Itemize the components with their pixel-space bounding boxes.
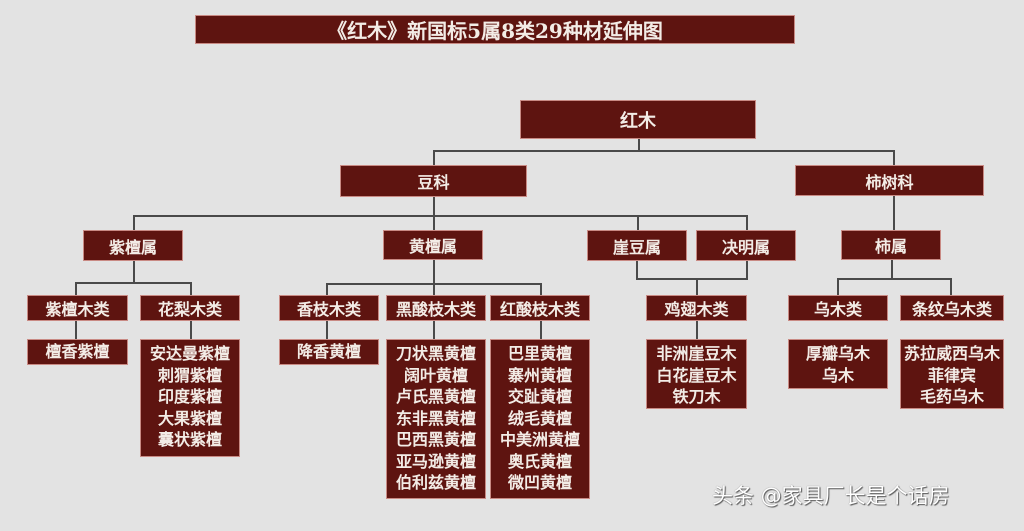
watermark: 头条 @家具厂长是个话房 — [712, 484, 950, 508]
connector — [433, 215, 435, 231]
connector — [837, 278, 951, 280]
connector — [75, 282, 192, 284]
species-item: 厚瓣乌木 — [805, 344, 870, 363]
connector — [540, 320, 542, 340]
genus-node-huangtan: 黄檀属 — [384, 231, 482, 259]
connector — [433, 150, 435, 166]
connector — [636, 278, 748, 280]
species-item: 亚马逊黄檀 — [395, 451, 476, 471]
genus-node-shi: 柿属 — [842, 231, 940, 259]
species-item: 奥氏黄檀 — [507, 451, 572, 471]
connector — [433, 320, 435, 340]
species-item: 寨州黄檀 — [507, 365, 572, 385]
connector — [433, 196, 435, 216]
connector — [433, 258, 435, 284]
species-item: 囊状紫檀 — [157, 430, 222, 449]
diagram-title: 《红木》新国标5属8类29种材延伸图 — [196, 16, 794, 43]
connector — [746, 258, 748, 279]
connector — [133, 215, 135, 231]
connector — [190, 282, 192, 296]
connector — [190, 320, 192, 340]
species-item: 降香黄檀 — [296, 342, 361, 362]
connector — [696, 278, 698, 296]
species-item: 东非黑黄檀 — [395, 408, 476, 428]
species-item: 绒毛黄檀 — [507, 408, 572, 428]
connector — [326, 283, 328, 296]
species-item: 伯利兹黄檀 — [395, 473, 476, 492]
class-node-heisuanzhimu: 黑酸枝木类 — [387, 296, 485, 320]
class-node-xiangzhimu: 香枝木类 — [280, 296, 378, 320]
species-item: 刺猬紫檀 — [157, 365, 222, 385]
family-node-shishuke: 柿树科 — [796, 166, 983, 195]
connector — [433, 283, 435, 296]
connector — [75, 282, 77, 296]
connector — [893, 195, 895, 231]
connector — [133, 260, 135, 282]
species-list-heisuanzhimu: 刀状黑黄檀 阔叶黄檀 卢氏黑黄檀 东非黑黄檀 巴西黑黄檀 亚马逊黄檀 伯利兹黄檀 — [387, 340, 485, 498]
species-list-hualimu: 安达曼紫檀 刺猬紫檀 印度紫檀 大果紫檀 囊状紫檀 — [141, 340, 239, 456]
connector — [637, 215, 639, 231]
class-node-jichimu: 鸡翅木类 — [647, 296, 746, 320]
species-item: 卢氏黑黄檀 — [395, 387, 476, 406]
genus-node-jueming: 决明属 — [697, 231, 795, 260]
connector — [696, 320, 698, 340]
species-item: 印度紫檀 — [157, 387, 222, 406]
species-item: 安达曼紫檀 — [149, 344, 230, 363]
connector — [638, 138, 640, 151]
connector — [746, 215, 748, 231]
class-node-wumu: 乌木类 — [789, 296, 887, 320]
species-item: 阔叶黄檀 — [403, 365, 468, 385]
connector — [636, 258, 638, 279]
species-item: 巴里黄檀 — [507, 344, 572, 363]
species-item: 乌木 — [821, 365, 854, 385]
species-item: 非洲崖豆木 — [656, 344, 737, 363]
species-list-xiangzhimu: 降香黄檀 — [280, 340, 378, 364]
species-list-wumu: 厚瓣乌木 乌木 — [789, 340, 887, 388]
species-list-hongsuanzhimu: 巴里黄檀 寨州黄檀 交趾黄檀 绒毛黄檀 中美洲黄檀 奥氏黄檀 微凹黄檀 — [491, 340, 589, 498]
species-item: 毛药乌木 — [919, 387, 984, 406]
species-item: 菲律宾 — [927, 365, 976, 385]
connector — [891, 258, 893, 279]
species-list-tiaowenwumu: 苏拉威西乌木 菲律宾 毛药乌木 — [901, 340, 1003, 408]
species-item: 巴西黑黄檀 — [395, 430, 476, 449]
species-list-zitanmu: 檀香紫檀 — [28, 340, 127, 364]
class-node-tiaowenwumu: 条纹乌木类 — [901, 296, 1003, 320]
class-node-hualimu: 花梨木类 — [141, 296, 239, 320]
class-node-zitanmu: 紫檀木类 — [28, 296, 127, 320]
connector — [837, 278, 839, 296]
connector — [893, 150, 895, 166]
connector — [133, 215, 746, 217]
species-item: 交趾黄檀 — [507, 387, 572, 406]
connector — [433, 150, 893, 152]
species-item: 苏拉威西乌木 — [903, 344, 1000, 363]
species-item: 檀香紫檀 — [45, 342, 110, 362]
species-item: 大果紫檀 — [157, 408, 222, 428]
species-item: 铁刀木 — [672, 387, 721, 406]
class-node-hongsuanzhimu: 红酸枝木类 — [491, 296, 589, 320]
species-list-jichimu: 非洲崖豆木 白花崖豆木 铁刀木 — [647, 340, 746, 408]
species-item: 白花崖豆木 — [656, 365, 737, 385]
connector — [950, 278, 952, 296]
connector — [540, 283, 542, 296]
family-node-douke: 豆科 — [341, 166, 526, 196]
connector — [326, 320, 328, 340]
root-node: 红木 — [521, 101, 755, 138]
genus-node-zitan: 紫檀属 — [84, 231, 182, 260]
genus-node-yadou: 崖豆属 — [588, 231, 686, 260]
species-item: 中美洲黄檀 — [499, 430, 580, 449]
connector — [75, 320, 77, 340]
species-item: 微凹黄檀 — [507, 473, 572, 492]
species-item: 刀状黑黄檀 — [395, 344, 476, 363]
